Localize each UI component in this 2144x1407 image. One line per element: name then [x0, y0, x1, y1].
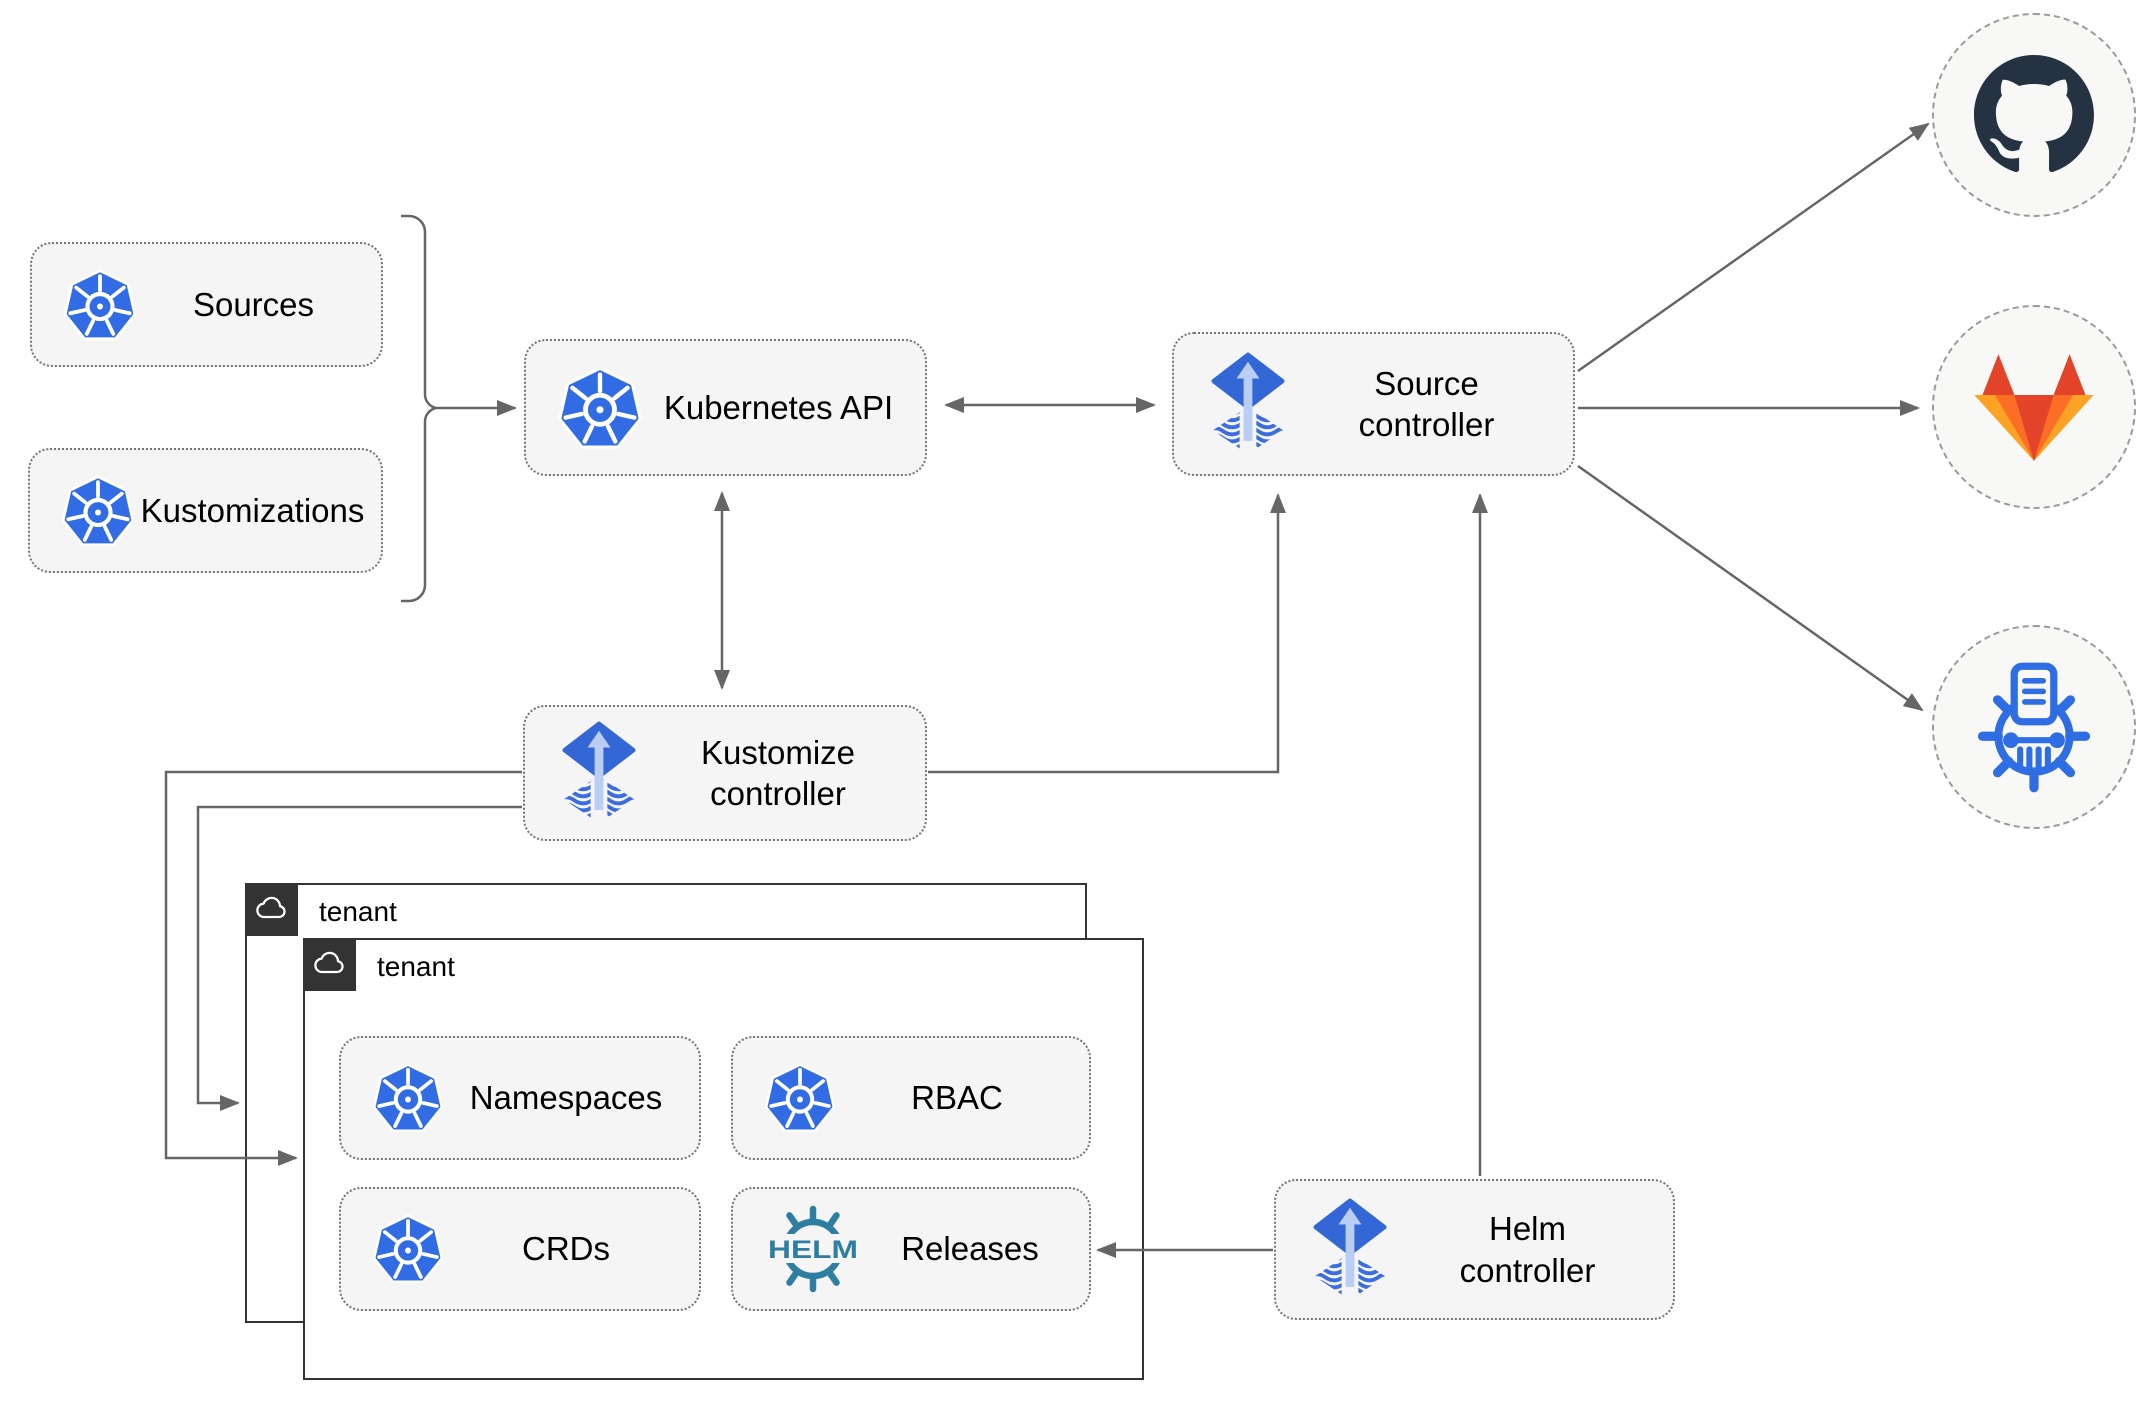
- cloud-icon: [253, 896, 289, 922]
- arrow-kustomize-to-source: [928, 493, 1286, 774]
- tenant-label: tenant: [319, 896, 397, 927]
- kubernetes-icon: [556, 364, 644, 452]
- crds-node: CRDs: [339, 1187, 701, 1311]
- namespaces-label: Namespaces: [469, 1079, 663, 1117]
- kustomizations-node: Kustomizations: [28, 448, 383, 573]
- helm-controller-node: Helm controller: [1274, 1179, 1675, 1320]
- cloud-badge: [244, 882, 298, 936]
- github-endpoint: [1932, 13, 2136, 217]
- arrow-source-to-chartmuseum: [1577, 464, 1924, 712]
- helm-logo-text: HELM: [768, 1236, 858, 1264]
- tenant-label: tenant: [377, 951, 455, 982]
- rbac-label: RBAC: [911, 1079, 1003, 1117]
- kustomizations-label: Kustomizations: [140, 491, 365, 529]
- kubernetes-icon: [60, 473, 136, 549]
- crds-label: CRDs: [522, 1230, 610, 1268]
- flux-icon: [1306, 1198, 1394, 1302]
- gitlab-icon: [1970, 347, 2098, 468]
- chartmuseum-icon: [1968, 661, 2100, 793]
- kubernetes-icon: [62, 267, 138, 343]
- bracket-sources-kustomizations: [401, 214, 437, 603]
- gitlab-endpoint: [1932, 305, 2136, 509]
- releases-node: HELM Releases: [731, 1187, 1091, 1311]
- sources-label: Sources: [192, 285, 315, 323]
- releases-label: Releases: [901, 1230, 1039, 1268]
- arrow-source-to-github: [1577, 122, 1930, 373]
- helm-controller-label: Helm controller: [1459, 1210, 1596, 1289]
- chartmuseum-endpoint: [1932, 625, 2136, 829]
- cloud-badge: [302, 937, 356, 991]
- kubernetes-api-label: Kubernetes API: [663, 388, 894, 426]
- kustomize-controller-node: Kustomize controller: [523, 705, 927, 841]
- cloud-icon: [311, 951, 347, 977]
- kubernetes-icon: [371, 1061, 445, 1135]
- helm-logo-icon: HELM: [763, 1197, 863, 1301]
- github-icon: [1974, 55, 2094, 175]
- kubernetes-api-node: Kubernetes API: [524, 339, 927, 476]
- kubernetes-icon: [371, 1212, 445, 1286]
- rbac-node: RBAC: [731, 1036, 1091, 1160]
- flux-icon: [555, 721, 643, 825]
- namespaces-node: Namespaces: [339, 1036, 701, 1160]
- flux-icon: [1204, 352, 1292, 456]
- kubernetes-icon: [763, 1061, 837, 1135]
- source-controller-label: Source controller: [1358, 364, 1495, 443]
- sources-node: Sources: [30, 242, 383, 367]
- source-controller-node: Source controller: [1172, 332, 1575, 476]
- kustomize-controller-label: Kustomize controller: [700, 733, 856, 812]
